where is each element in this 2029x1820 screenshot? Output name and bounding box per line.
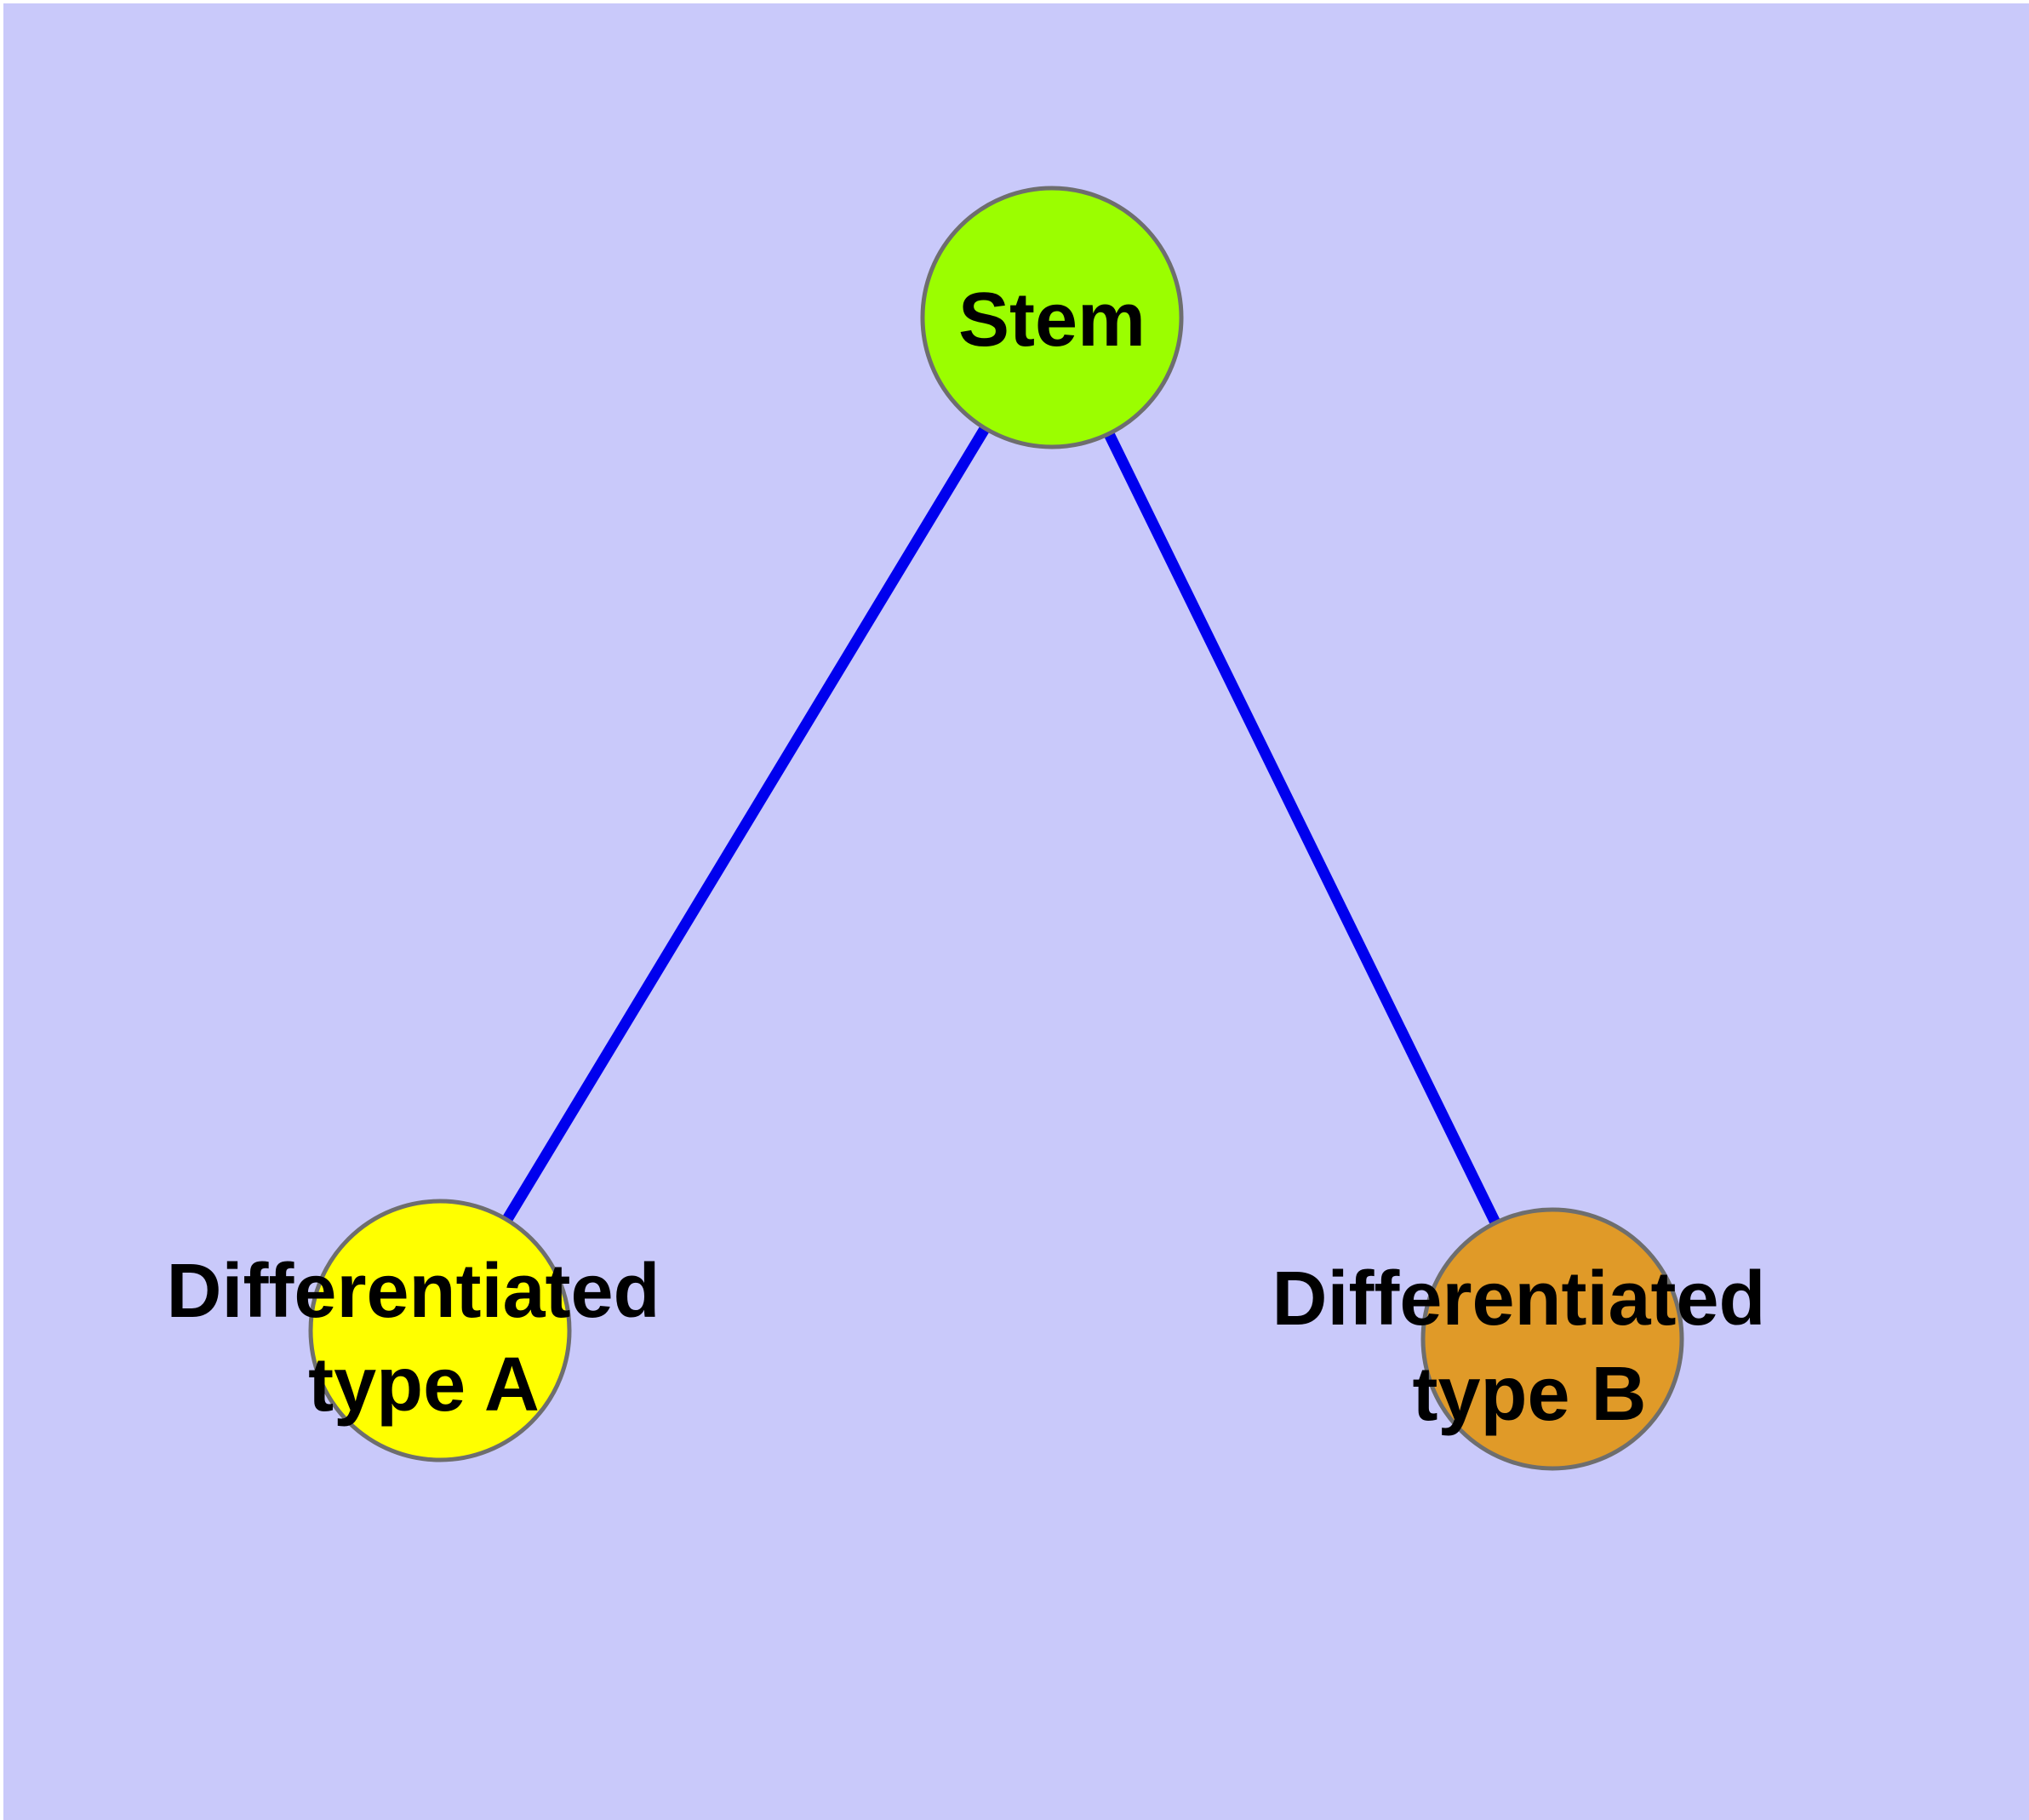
edge-stem-to-type-a <box>435 314 1057 1334</box>
node-stem-label: Stem <box>958 278 1146 363</box>
diagram-canvas: Stem Differentiated type A Differentiate… <box>3 3 2029 1820</box>
node-stem[interactable] <box>920 186 1184 449</box>
edge-stem-to-type-b <box>1047 315 1557 1342</box>
node-differentiated-type-b-label: Differentiated type B <box>1272 1256 1786 1437</box>
node-differentiated-type-a-label: Differentiated type A <box>166 1249 681 1428</box>
graph-svg: Stem Differentiated type A Differentiate… <box>166 186 1786 1471</box>
node-differentiated-type-a[interactable] <box>308 1199 572 1462</box>
node-differentiated-type-b[interactable] <box>1420 1207 1684 1471</box>
